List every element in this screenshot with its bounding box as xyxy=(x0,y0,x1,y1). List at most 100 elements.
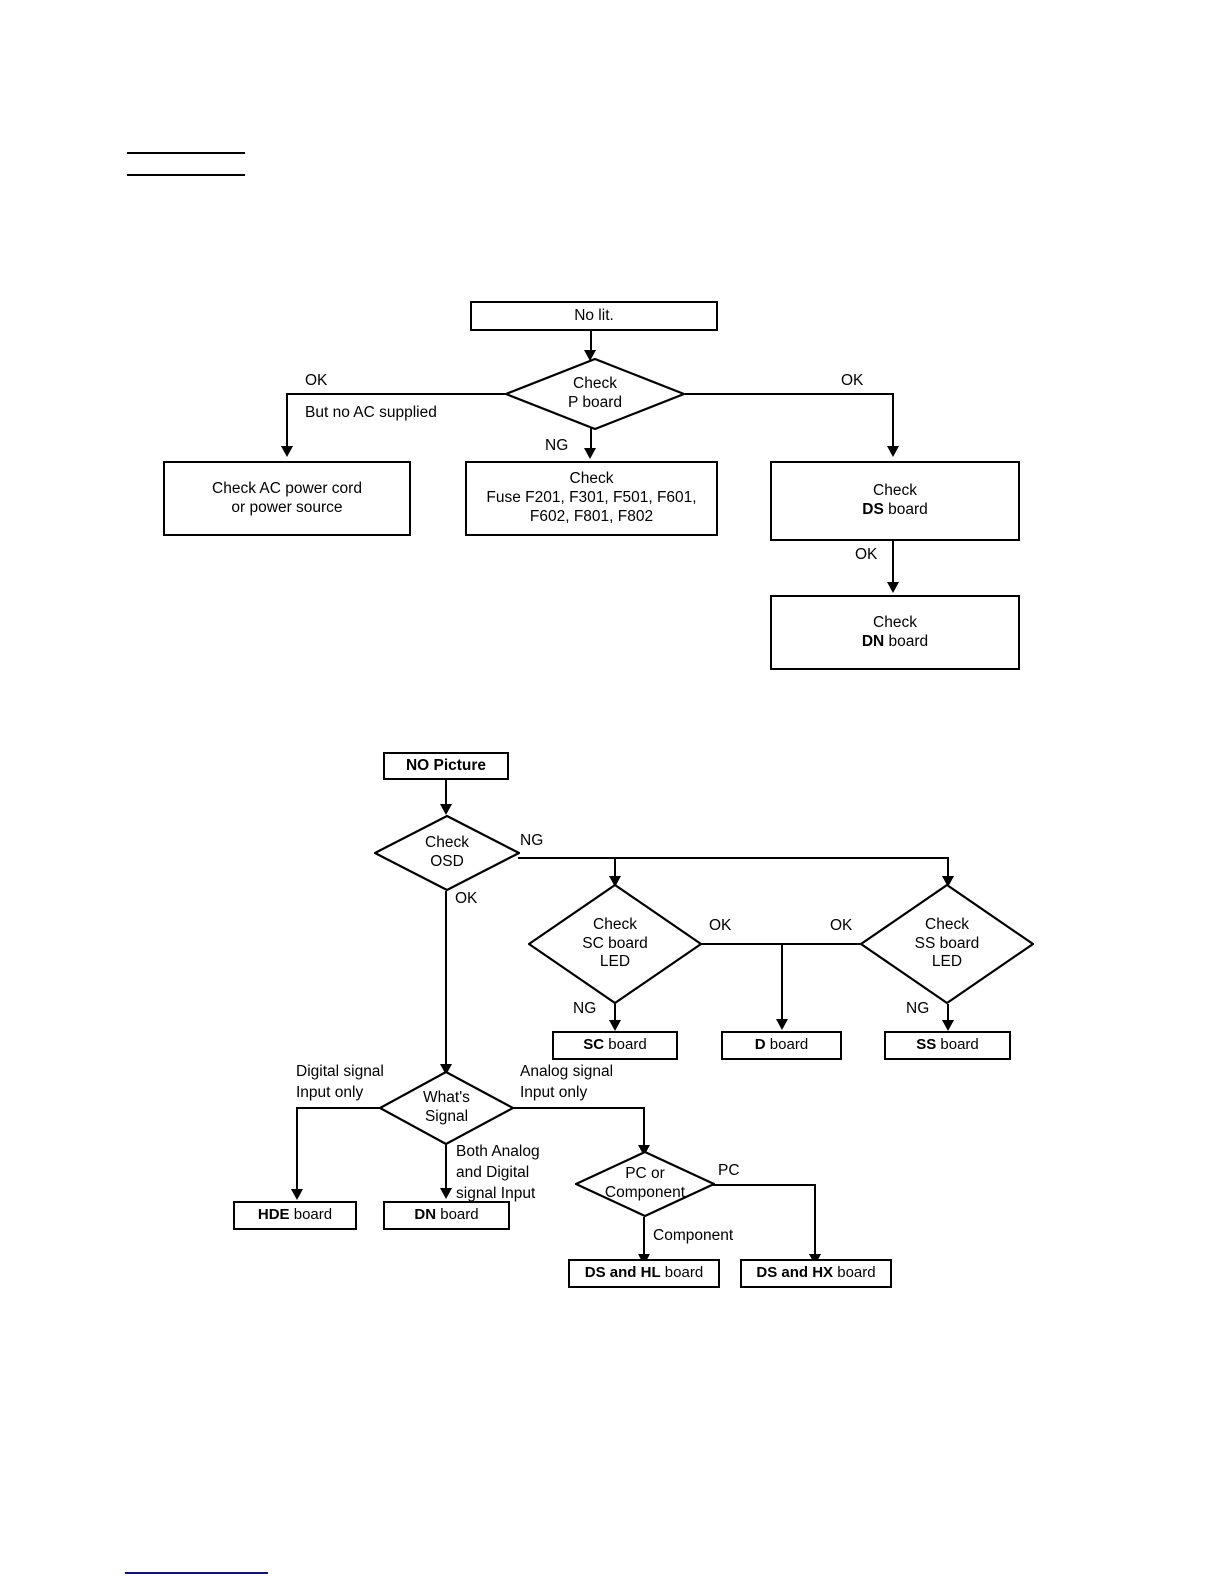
edge-nolit-to-p xyxy=(590,331,592,353)
node-dn-board-picture[interactable]: DN board xyxy=(383,1201,510,1230)
edge-component-down xyxy=(643,1217,645,1256)
arrowhead-digital-to-hde xyxy=(291,1189,303,1200)
diamond-shape xyxy=(575,1151,715,1217)
node-hde-board[interactable]: HDE board xyxy=(233,1201,357,1230)
node-no-lit[interactable]: No lit. xyxy=(470,301,718,331)
decision-check-ss-board-led-label: Check SS board LED xyxy=(914,916,980,971)
node-hde-board-label: HDE board xyxy=(257,1206,333,1224)
edge-label-both-line3: signal Input xyxy=(456,1185,536,1202)
decision-pc-or-component-label: PC or Component xyxy=(604,1165,686,1201)
edge-label-analog-only-line1: Analog signal xyxy=(520,1063,614,1080)
edge-label-both-line2: and Digital xyxy=(456,1164,530,1181)
node-ss-board[interactable]: SS board xyxy=(884,1031,1011,1060)
diamond-shape xyxy=(374,815,520,891)
edge-label-analog-only-line2: Input only xyxy=(520,1084,588,1101)
decision-whats-signal[interactable]: What's Signal xyxy=(379,1071,514,1145)
edge-both-down xyxy=(445,1145,447,1190)
diamond-shape xyxy=(860,884,1034,1004)
edge-digital-down xyxy=(296,1107,298,1191)
edge-nopicture-to-osd xyxy=(445,780,447,806)
edge-label-digital-only-line2: Input only xyxy=(296,1084,364,1101)
edge-label-component: Component xyxy=(653,1227,734,1244)
edge-label-right-ok: OK xyxy=(841,372,864,389)
edge-label-ds-ok: OK xyxy=(855,546,878,563)
edge-p-right-ok xyxy=(685,393,894,395)
edge-p-left-ok xyxy=(286,393,507,395)
node-d-board[interactable]: D board xyxy=(721,1031,842,1060)
decision-check-p-board[interactable]: Check P board xyxy=(505,358,685,430)
node-ds-and-hl-board[interactable]: DS and HL board xyxy=(568,1259,720,1288)
edge-ng-drop-sc xyxy=(614,857,616,879)
edge-pc-down xyxy=(814,1184,816,1256)
decision-check-sc-board-led-label: Check SC board LED xyxy=(582,916,648,971)
node-dn-board-picture-label: DN board xyxy=(414,1206,479,1224)
node-sc-board-label: SC board xyxy=(583,1036,647,1054)
arrowhead-nopicture-to-osd xyxy=(440,804,452,815)
arrowhead-right-ok xyxy=(887,446,899,457)
arrowhead-down-ng xyxy=(584,448,596,459)
edge-label-osd-ok: OK xyxy=(455,890,478,907)
arrowhead-analog-to-pc xyxy=(638,1145,650,1156)
edge-label-osd-ng: NG xyxy=(520,832,544,849)
edge-osd-ng xyxy=(518,857,949,859)
edge-ds-to-dn xyxy=(892,541,894,583)
node-check-dn-board-line2: DN board xyxy=(861,632,929,650)
edge-osd-ok xyxy=(445,891,447,1067)
edge-analog-down xyxy=(643,1107,645,1147)
edge-p-left-ok-down xyxy=(286,393,288,448)
arrowhead-both-to-dn xyxy=(440,1188,452,1199)
edge-label-ss-ng: NG xyxy=(906,1000,930,1017)
arrowhead-sc-ng xyxy=(609,1020,621,1031)
node-ds-and-hx-board[interactable]: DS and HX board xyxy=(740,1259,892,1288)
decision-check-sc-board-led[interactable]: Check SC board LED xyxy=(528,884,702,1004)
node-ds-and-hl-board-label: DS and HL board xyxy=(584,1264,704,1282)
edge-label-ng: NG xyxy=(545,437,569,454)
edge-digital-left xyxy=(296,1107,380,1109)
arrowhead-ng-drop-sc xyxy=(609,876,621,887)
arrowhead-ng-drop-ss xyxy=(942,876,954,887)
diamond-shape xyxy=(528,884,702,1004)
edge-pc-right xyxy=(713,1184,816,1186)
edge-label-digital-only-line1: Digital signal xyxy=(296,1063,384,1080)
arrowhead-ds-to-dn xyxy=(887,582,899,593)
edge-ng-drop-ss xyxy=(947,857,949,879)
diamond-shape xyxy=(505,358,685,430)
arrowhead-osd-ok xyxy=(440,1064,452,1075)
decision-whats-signal-label: What's Signal xyxy=(423,1089,470,1125)
edge-label-no-ac-supplied: But no AC supplied xyxy=(305,404,437,421)
arrowhead-left-ok xyxy=(281,446,293,457)
edge-label-left-ok: OK xyxy=(305,372,328,389)
node-check-dn-board[interactable]: Check DN board xyxy=(770,595,1020,670)
node-no-picture[interactable]: NO Picture xyxy=(383,752,509,780)
footer-rule xyxy=(125,1572,268,1574)
edge-sc-ng xyxy=(614,1004,616,1022)
decision-check-ss-board-led[interactable]: Check SS board LED xyxy=(860,884,1034,1004)
node-check-fuse[interactable]: Check Fuse F201, F301, F501, F601, F602,… xyxy=(465,461,718,536)
node-check-ds-board[interactable]: Check DS board xyxy=(770,461,1020,541)
edge-label-pc: PC xyxy=(718,1162,740,1179)
edge-ss-ng xyxy=(947,1004,949,1022)
edge-label-both-line1: Both Analog xyxy=(456,1143,540,1160)
edge-label-sc-ng: NG xyxy=(573,1000,597,1017)
arrowhead-nolit-to-p xyxy=(584,350,596,361)
edge-label-sc-ok: OK xyxy=(709,917,732,934)
edge-analog-right xyxy=(512,1107,645,1109)
node-check-ac-power-cord[interactable]: Check AC power cord or power source xyxy=(163,461,411,536)
header-rule-top xyxy=(127,152,245,154)
edge-label-ss-ok: OK xyxy=(830,917,853,934)
decision-check-p-board-label: Check P board xyxy=(567,375,622,411)
header-rule-bottom xyxy=(127,174,245,176)
arrowhead-center-to-d-board xyxy=(776,1019,788,1030)
edge-p-right-ok-down xyxy=(892,393,894,448)
decision-pc-or-component[interactable]: PC or Component xyxy=(575,1151,715,1217)
decision-check-osd-label: Check OSD xyxy=(425,834,469,870)
edge-p-down-ng xyxy=(590,428,592,450)
node-ss-board-label: SS board xyxy=(916,1036,979,1054)
diamond-shape xyxy=(379,1071,514,1145)
edge-center-to-d-board xyxy=(781,943,783,1021)
node-no-lit-label: No lit. xyxy=(574,306,614,324)
decision-check-osd[interactable]: Check OSD xyxy=(374,815,520,891)
node-sc-board[interactable]: SC board xyxy=(552,1031,678,1060)
node-d-board-label: D board xyxy=(754,1036,809,1054)
